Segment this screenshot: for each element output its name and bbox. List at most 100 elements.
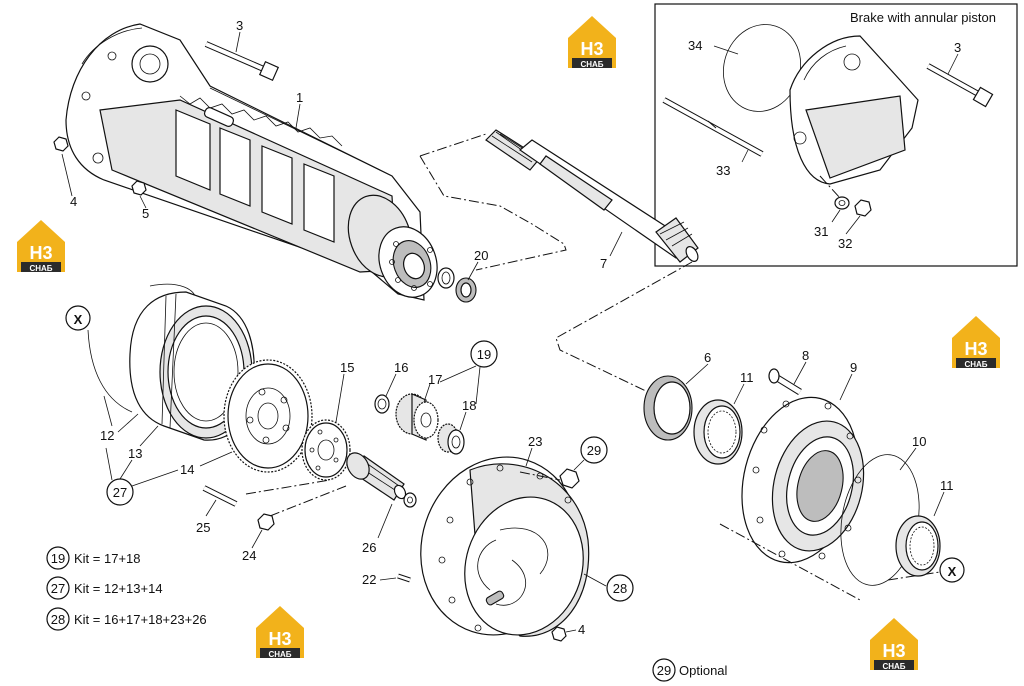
- part-5-plug: [131, 180, 147, 196]
- logo-bottom-text: СНАБ: [882, 662, 905, 671]
- callout-11: 11: [740, 370, 754, 385]
- legend-text: Kit = 17+18: [74, 551, 141, 566]
- callout-3-inset: 3: [954, 40, 961, 55]
- callout-31: 31: [814, 224, 828, 239]
- callout-19: 19: [477, 347, 491, 362]
- leader-34: [713, 45, 739, 55]
- part-13-ring-gear: [129, 291, 255, 441]
- logo-top-text: H3: [268, 629, 291, 649]
- part-22-screw: [397, 573, 411, 583]
- part-11-outer-bearing: [895, 515, 941, 577]
- callout-17: 17: [428, 372, 442, 387]
- callout-15: 15: [340, 360, 354, 375]
- part-4-screw: [551, 626, 567, 642]
- callout-1: 1: [296, 90, 303, 105]
- callout-20: 20: [474, 248, 488, 263]
- logo-bottom-text: СНАБ: [964, 360, 987, 369]
- callout-13: 13: [128, 446, 142, 461]
- marker-x-left-label: X: [74, 312, 83, 327]
- part-24-nut: [257, 513, 275, 531]
- callout-28: 28: [613, 581, 627, 596]
- part-14-gear-disc: [223, 359, 313, 473]
- part-3-bolt-inset: [926, 63, 994, 108]
- part-23-planet-carrier: [420, 456, 590, 637]
- callout-22: 22: [362, 572, 376, 587]
- logo-bottom-text: СНАБ: [580, 60, 603, 69]
- part-3-bolt: [204, 41, 280, 82]
- part-1-axle-housing: [65, 23, 438, 301]
- callout-34: 34: [688, 38, 702, 53]
- part-6-seal: [643, 375, 693, 441]
- leader-3-inset: [947, 53, 959, 75]
- callout-32: 32: [838, 236, 852, 251]
- legend-item: 19 Kit = 17+18: [46, 546, 141, 570]
- part-29-nut: [559, 468, 580, 489]
- inset-title: Brake with annular piston: [850, 10, 996, 25]
- optional-num: 29: [657, 663, 671, 678]
- legend-text: Kit = 16+17+18+23+26: [74, 612, 207, 627]
- inset-brake-annular-piston: Brake with annular piston 34 3 33: [654, 3, 1018, 267]
- part-17-planet-gear: [395, 393, 439, 441]
- brand-logo: H3 СНАБ: [568, 16, 616, 69]
- callout-4: 4: [70, 194, 77, 209]
- callout-4-lower: 4: [578, 622, 585, 637]
- logo-bottom-text: СНАБ: [268, 650, 291, 659]
- brand-logo: H3 СНАБ: [256, 606, 304, 659]
- part-16-ring: [374, 394, 390, 414]
- optional-note: 29 Optional: [652, 658, 728, 682]
- legend-num: 19: [51, 551, 65, 566]
- callout-16: 16: [394, 360, 408, 375]
- callout-8: 8: [802, 348, 809, 363]
- callout-18: 18: [462, 398, 476, 413]
- callout-33: 33: [716, 163, 730, 178]
- logo-top-text: H3: [964, 339, 987, 359]
- brand-logo: H3 СНАБ: [870, 618, 918, 671]
- part-26-sun-shaft: [346, 452, 417, 508]
- callout-26: 26: [362, 540, 376, 555]
- part-33-stud: [662, 97, 764, 157]
- callout-25: 25: [196, 520, 210, 535]
- part-31-washer: [834, 196, 850, 210]
- legend-num: 27: [51, 581, 65, 596]
- callout-11-outer: 11: [940, 478, 954, 493]
- part-18-needle-bearing: [437, 423, 465, 455]
- kit-19-badge: [470, 340, 498, 368]
- optional-29-badge: [580, 436, 608, 464]
- logo-top-text: H3: [580, 39, 603, 59]
- callout-7: 7: [600, 256, 607, 271]
- callout-9: 9: [850, 360, 857, 375]
- callout-3: 3: [236, 18, 243, 33]
- legend-item: 27 Kit = 12+13+14: [46, 576, 163, 600]
- brand-logo: H3 СНАБ: [17, 220, 65, 273]
- callout-23: 23: [528, 434, 542, 449]
- optional-text: Optional: [679, 663, 728, 678]
- brand-logo: H3 СНАБ: [952, 316, 1000, 369]
- legend-num: 28: [51, 612, 65, 627]
- marker-x-left: [65, 305, 91, 331]
- marker-x-right-label: X: [948, 564, 957, 579]
- callout-27: 27: [113, 485, 127, 500]
- assembly-line: [419, 133, 487, 157]
- callout-24: 24: [242, 548, 256, 563]
- logo-top-text: H3: [882, 641, 905, 661]
- legend-text: Kit = 12+13+14: [74, 581, 163, 596]
- callout-5: 5: [142, 206, 149, 221]
- kit-28-badge: [606, 574, 634, 602]
- callout-14: 14: [180, 462, 194, 477]
- part-8-wheel-stud: [768, 368, 802, 395]
- part-20-ring-a: [437, 267, 455, 289]
- inset-frame: [654, 3, 1018, 267]
- legend: 19 Kit = 17+18 27 Kit = 12+13+14 28 Kit …: [46, 546, 207, 631]
- part-7-drive-shaft: [485, 129, 699, 263]
- callout-10: 10: [912, 434, 926, 449]
- inset-housing-body: [805, 95, 906, 179]
- legend-item: 28 Kit = 16+17+18+23+26: [46, 607, 207, 631]
- callout-6: 6: [704, 350, 711, 365]
- logo-top-text: H3: [29, 243, 52, 263]
- marker-x-right: [939, 557, 965, 583]
- part-32-nut: [854, 199, 872, 217]
- callout-12: 12: [100, 428, 114, 443]
- part-25-stud: [202, 485, 238, 507]
- part-11-bearing: [693, 399, 743, 465]
